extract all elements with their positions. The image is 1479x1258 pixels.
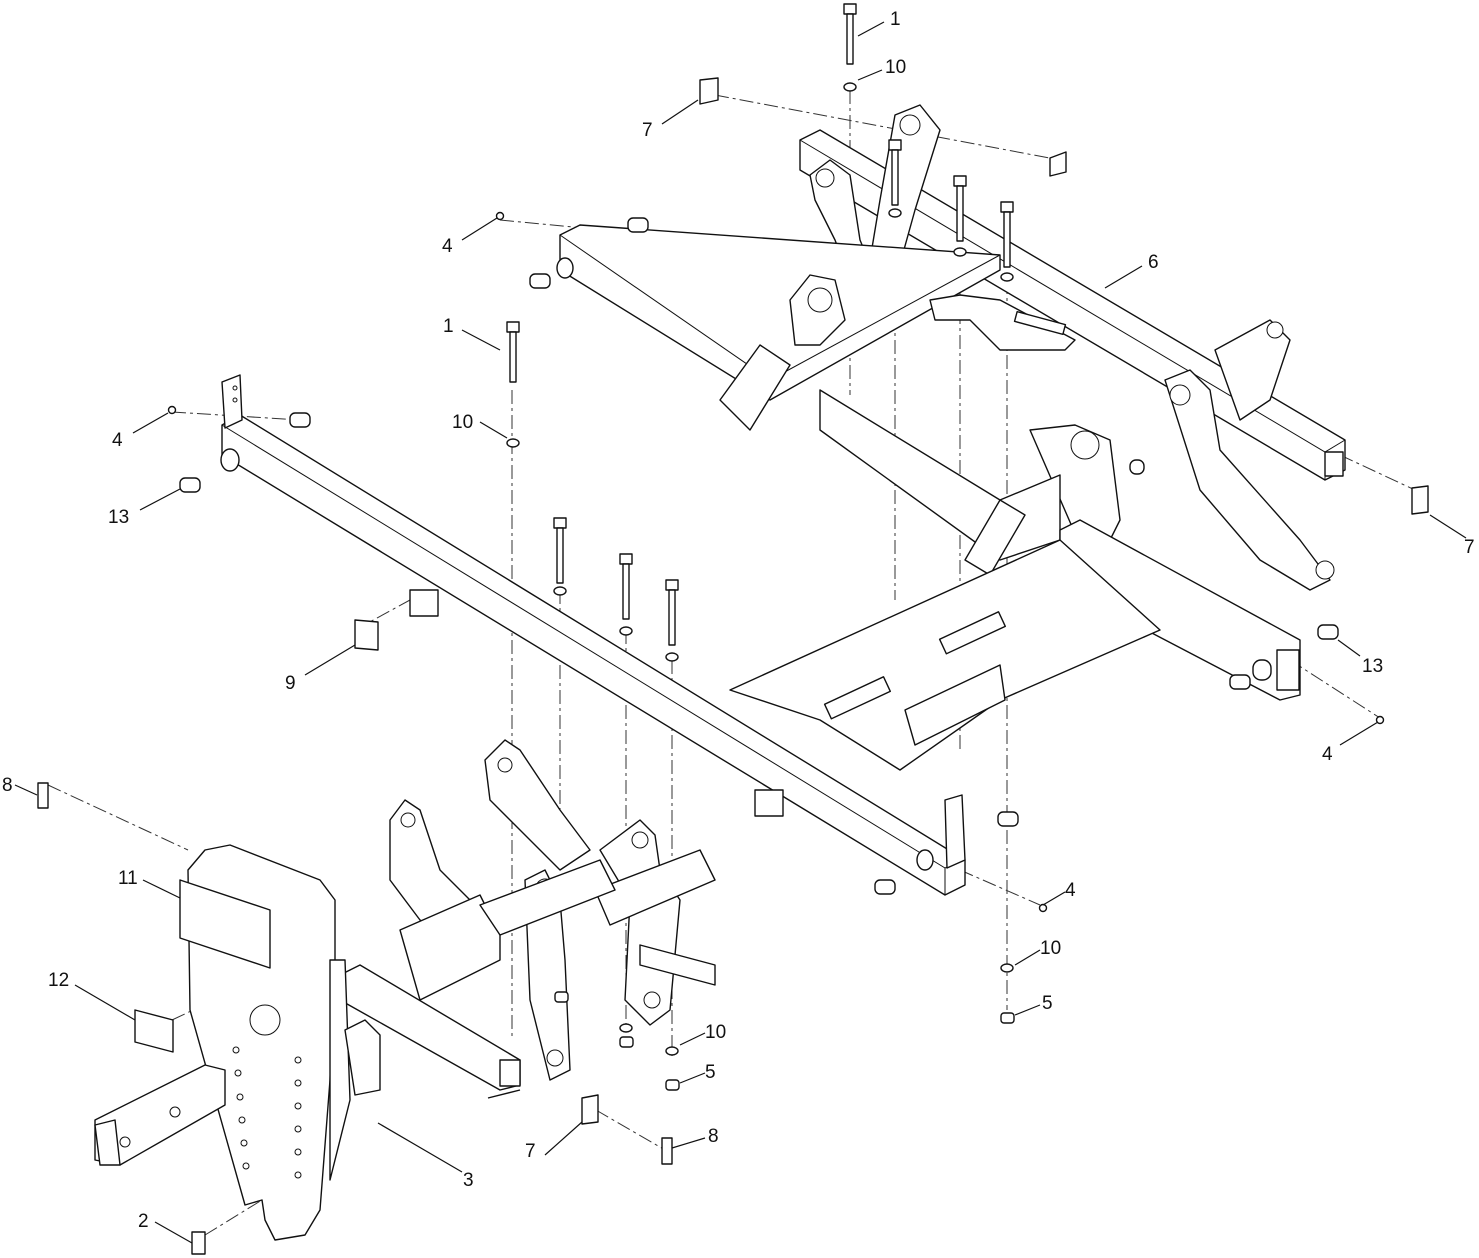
bolt-front-2 xyxy=(619,553,633,620)
decal-11 xyxy=(179,879,271,969)
center-hitch-brackets xyxy=(389,739,681,1081)
bolt-rear-2 xyxy=(953,175,967,242)
callout-1-top: 1 xyxy=(890,9,901,30)
bolt-rear-3 xyxy=(1000,201,1014,268)
callout-3: 3 xyxy=(463,1170,474,1191)
washers xyxy=(506,82,1014,1056)
callout-4-upper: 4 xyxy=(442,236,453,257)
bolt-rear-1 xyxy=(888,139,902,206)
upper-side-tube xyxy=(529,217,1001,431)
callout-leaders xyxy=(14,21,1467,1244)
callout-11: 11 xyxy=(118,868,138,889)
bolt-front-1 xyxy=(553,517,567,584)
callout-5-right: 5 xyxy=(1042,993,1053,1014)
nuts xyxy=(554,991,1015,1091)
callout-13-left: 13 xyxy=(108,507,129,528)
callout-13-right: 13 xyxy=(1362,656,1383,677)
callout-9: 9 xyxy=(285,673,296,694)
callout-10-lower-right: 10 xyxy=(1040,938,1061,959)
front-cross-tube xyxy=(179,374,1019,896)
callout-8-left: 8 xyxy=(2,775,13,796)
callout-5-lower: 5 xyxy=(705,1062,716,1083)
callout-2: 2 xyxy=(138,1211,149,1232)
bolt-top xyxy=(843,3,857,65)
callout-6: 6 xyxy=(1148,252,1159,273)
bolt-front-3 xyxy=(665,579,679,646)
callout-1-left: 1 xyxy=(443,316,454,337)
side-plate-holes xyxy=(232,1046,302,1179)
center-deck-plate xyxy=(729,539,1161,771)
callout-4-left: 4 xyxy=(112,430,123,451)
middle-cross-tube xyxy=(819,389,1061,576)
front-lower-tubes xyxy=(339,849,716,1099)
callout-7-right: 7 xyxy=(1464,537,1475,558)
end-caps xyxy=(37,77,1429,1255)
left-hitch-bar xyxy=(94,1064,226,1166)
bolts xyxy=(506,3,1014,646)
decal-12 xyxy=(134,1009,174,1053)
callout-labels: 1 10 7 4 6 1 10 4 13 7 9 13 4 8 11 4 10 … xyxy=(2,9,1475,1232)
right-brackets xyxy=(929,294,1335,591)
callout-10-left: 10 xyxy=(452,412,473,433)
bolt-left xyxy=(506,321,520,383)
callout-8-lower: 8 xyxy=(708,1126,719,1147)
callout-7-lower: 7 xyxy=(525,1141,536,1162)
callout-4-right: 4 xyxy=(1322,744,1333,765)
callout-10-lower: 10 xyxy=(705,1022,726,1043)
bushing-upper-left xyxy=(529,217,649,289)
callout-4-lower: 4 xyxy=(1065,880,1076,901)
callout-10-top: 10 xyxy=(885,57,906,78)
callout-7-top: 7 xyxy=(642,120,653,141)
right-side-tube xyxy=(1059,519,1339,701)
callout-12: 12 xyxy=(48,970,69,991)
